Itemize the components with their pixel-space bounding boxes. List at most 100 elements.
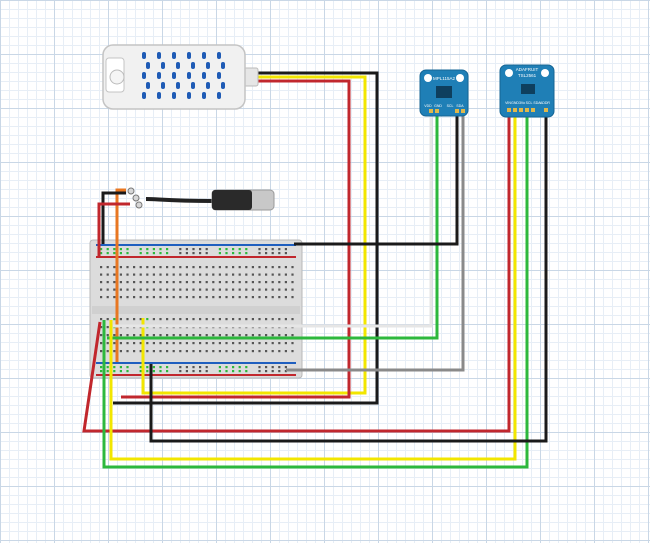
breadboard-hole xyxy=(139,281,142,284)
breadboard-hole xyxy=(258,281,261,284)
breadboard-hole xyxy=(284,350,287,353)
breadboard-hole xyxy=(133,296,136,299)
breadboard-hole xyxy=(166,248,169,251)
breadboard xyxy=(89,239,303,379)
vent-slot xyxy=(206,62,210,69)
breadboard-hole xyxy=(192,318,195,321)
breadboard-hole xyxy=(218,273,221,276)
breadboard-hole xyxy=(100,366,103,369)
breadboard-hole xyxy=(291,288,294,291)
breadboard-hole xyxy=(113,366,116,369)
breadboard-hole xyxy=(199,281,202,284)
breadboard-hole xyxy=(245,366,248,369)
breadboard-hole xyxy=(251,342,254,345)
breadboard-hole xyxy=(185,342,188,345)
breadboard-hole xyxy=(271,342,274,345)
breadboard-hole xyxy=(139,248,142,251)
breadboard-hole xyxy=(133,342,136,345)
breadboard-hole xyxy=(152,370,155,373)
breadboard-hole xyxy=(212,273,215,276)
breadboard-hole xyxy=(271,370,274,373)
breadboard-hole xyxy=(172,266,175,269)
breadboard-hole xyxy=(291,350,294,353)
breadboard-hole xyxy=(258,296,261,299)
breadboard-hole xyxy=(139,273,142,276)
breadboard-hole xyxy=(258,366,261,369)
breadboard-hole xyxy=(251,318,254,321)
breadboard-hole xyxy=(113,318,116,321)
breadboard-hole xyxy=(126,266,129,269)
breadboard-hole xyxy=(159,334,162,337)
breadboard-hole xyxy=(278,266,281,269)
breadboard-hole xyxy=(199,252,202,255)
board2-pin-label: SDA xyxy=(533,101,541,105)
breadboard-hole xyxy=(100,350,103,353)
breadboard-hole xyxy=(185,366,188,369)
breadboard-hole xyxy=(179,350,182,353)
sensor-board-1: MPL115A2 VDD GND SCL SDA xyxy=(419,69,469,117)
breadboard-hole xyxy=(152,366,155,369)
breadboard-hole xyxy=(146,334,149,337)
wire-black-humidity-gnd xyxy=(113,71,379,405)
vent-slot xyxy=(142,52,146,59)
breadboard-hole xyxy=(119,266,122,269)
vent-slot xyxy=(202,92,206,99)
breadboard-hole xyxy=(119,366,122,369)
breadboard-hole xyxy=(218,370,221,373)
temperature-probe xyxy=(127,187,275,211)
breadboard-hole xyxy=(238,296,241,299)
breadboard-hole xyxy=(100,342,103,345)
humidity-sensor-hole xyxy=(109,69,125,85)
breadboard-hole xyxy=(100,281,103,284)
breadboard-hole xyxy=(146,273,149,276)
breadboard-hole xyxy=(166,334,169,337)
breadboard-hole xyxy=(152,334,155,337)
breadboard-hole xyxy=(166,273,169,276)
board2-pin-label: GND xyxy=(511,101,519,105)
breadboard-hole xyxy=(232,288,235,291)
breadboard-hole xyxy=(119,248,122,251)
breadboard-hole xyxy=(284,252,287,255)
vent-slot xyxy=(176,62,180,69)
breadboard-hole xyxy=(179,273,182,276)
breadboard-hole xyxy=(146,342,149,345)
breadboard-hole xyxy=(199,296,202,299)
breadboard-hole xyxy=(225,366,228,369)
breadboard-hole xyxy=(205,342,208,345)
breadboard-hole xyxy=(126,248,129,251)
breadboard-hole xyxy=(245,252,248,255)
breadboard-hole xyxy=(284,334,287,337)
breadboard-hole xyxy=(119,350,122,353)
breadboard-hole xyxy=(179,252,182,255)
breadboard-hole xyxy=(291,266,294,269)
temperature-probe-cable xyxy=(145,197,215,203)
breadboard-hole xyxy=(245,273,248,276)
breadboard-hole xyxy=(126,366,129,369)
wire-black-probe-gnd xyxy=(101,191,126,244)
breadboard-hole xyxy=(192,266,195,269)
breadboard-hole xyxy=(159,288,162,291)
breadboard-hole xyxy=(139,370,142,373)
probe-pin-3 xyxy=(135,201,143,209)
vent-slot xyxy=(157,92,161,99)
breadboard-hole xyxy=(212,288,215,291)
breadboard-hole xyxy=(212,296,215,299)
breadboard-hole xyxy=(245,296,248,299)
breadboard-hole xyxy=(113,288,116,291)
breadboard-hole xyxy=(199,318,202,321)
breadboard-hole xyxy=(199,342,202,345)
breadboard-hole xyxy=(205,350,208,353)
breadboard-hole xyxy=(265,318,268,321)
breadboard-hole xyxy=(199,366,202,369)
breadboard-hole xyxy=(106,370,109,373)
breadboard-hole xyxy=(284,273,287,276)
vent-slot xyxy=(172,52,176,59)
breadboard-hole xyxy=(139,318,142,321)
breadboard-hole xyxy=(225,370,228,373)
breadboard-hole xyxy=(199,370,202,373)
wire-black-board2-gnd xyxy=(149,114,548,443)
breadboard-hole xyxy=(265,342,268,345)
breadboard-hole xyxy=(245,318,248,321)
breadboard-hole xyxy=(232,252,235,255)
